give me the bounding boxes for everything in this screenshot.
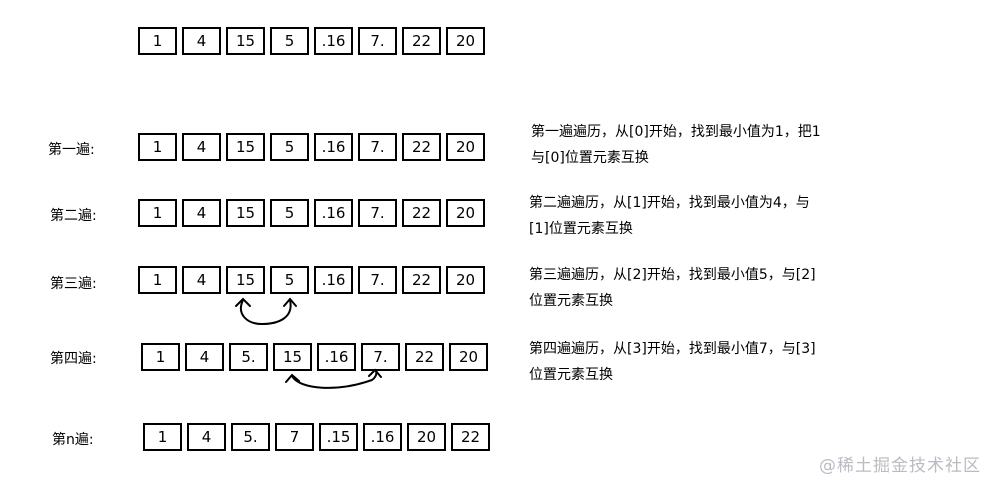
pass1-description: 第一遍遍历，从[0]开始，找到最小值为1，把1 与[0]位置元素互换: [531, 119, 821, 171]
description-line: 与[0]位置元素互换: [531, 150, 649, 166]
description-line: 第二遍遍历，从[1]开始，找到最小值为4，与: [529, 195, 810, 211]
array-cell: 1: [138, 27, 177, 55]
swap-arrow-pass4: [285, 368, 382, 389]
array-cell: 22: [402, 133, 441, 161]
array-pass4: 1 4 5. 15 .16 7. 22 20: [141, 343, 493, 371]
description-line: 位置元素互换: [529, 293, 613, 309]
array-cell: 1: [138, 266, 177, 294]
array-cell: 5: [270, 199, 309, 227]
array-cell: 1: [138, 133, 177, 161]
array-cell: 4: [185, 343, 224, 371]
array-cell: 4: [187, 423, 226, 451]
array-cell: 7: [275, 423, 314, 451]
array-cell: 5: [270, 266, 309, 294]
pass3-label: 第三遍:: [50, 276, 97, 292]
array-cell: 7.: [358, 27, 397, 55]
array-cell: 5.: [231, 423, 270, 451]
array-cell: 5: [270, 27, 309, 55]
array-cell: 20: [449, 343, 488, 371]
array-cell: 20: [446, 27, 485, 55]
pass2-label: 第二遍:: [50, 208, 97, 224]
array-cell: 1: [138, 199, 177, 227]
array-cell: 15: [226, 27, 265, 55]
array-initial: 1 4 15 5 .16 7. 22 20: [138, 27, 490, 55]
pass4-label: 第四遍:: [50, 351, 97, 367]
array-cell: 22: [402, 199, 441, 227]
description-line: 第三遍遍历，从[2]开始，找到最小值5，与[2]: [529, 267, 816, 283]
array-cell: 4: [182, 27, 221, 55]
array-cell: 7.: [358, 133, 397, 161]
array-cell: 20: [446, 199, 485, 227]
array-cell: .15: [319, 423, 358, 451]
array-pass2: 1 4 15 5 .16 7. 22 20: [138, 199, 490, 227]
array-cell: 4: [182, 199, 221, 227]
array-cell: .16: [317, 343, 356, 371]
description-line: [1]位置元素互换: [529, 221, 633, 237]
array-cell: .16: [314, 133, 353, 161]
array-cell: 15: [226, 199, 265, 227]
array-cell: 1: [141, 343, 180, 371]
array-cell: 20: [446, 133, 485, 161]
array-cell: 5.: [229, 343, 268, 371]
array-cell: 7.: [361, 343, 400, 371]
array-cell: .16: [314, 27, 353, 55]
pass2-description: 第二遍遍历，从[1]开始，找到最小值为4，与 [1]位置元素互换: [529, 190, 810, 242]
array-pass3: 1 4 15 5 .16 7. 22 20: [138, 266, 490, 294]
array-cell: 22: [402, 266, 441, 294]
array-pass1: 1 4 15 5 .16 7. 22 20: [138, 133, 490, 161]
pass4-description: 第四遍遍历，从[3]开始，找到最小值7，与[3] 位置元素互换: [529, 336, 816, 388]
pass1-label: 第一遍:: [48, 142, 95, 158]
array-cell: 20: [446, 266, 485, 294]
array-cell: 7.: [358, 199, 397, 227]
array-cell: .16: [314, 266, 353, 294]
array-cell: 22: [405, 343, 444, 371]
array-cell: 1: [143, 423, 182, 451]
array-passn: 1 4 5. 7 .15 .16 20 22: [143, 423, 495, 451]
description-line: 第四遍遍历，从[3]开始，找到最小值7，与[3]: [529, 341, 816, 357]
array-cell: .16: [314, 199, 353, 227]
array-cell: 4: [182, 133, 221, 161]
swap-arrow-pass3: [235, 297, 297, 326]
array-cell: 5: [270, 133, 309, 161]
array-cell: 15: [226, 133, 265, 161]
description-line: 第一遍遍历，从[0]开始，找到最小值为1，把1: [531, 124, 821, 140]
array-cell: .16: [363, 423, 402, 451]
array-cell: 15: [226, 266, 265, 294]
array-cell: 15: [273, 343, 312, 371]
array-cell: 7.: [358, 266, 397, 294]
passn-label: 第n遍:: [52, 432, 94, 448]
watermark: @稀土掘金技术社区: [819, 456, 981, 476]
array-cell: 22: [402, 27, 441, 55]
pass3-description: 第三遍遍历，从[2]开始，找到最小值5，与[2] 位置元素互换: [529, 262, 816, 314]
array-cell: 4: [182, 266, 221, 294]
array-cell: 20: [407, 423, 446, 451]
array-cell: 22: [451, 423, 490, 451]
description-line: 位置元素互换: [529, 367, 613, 383]
